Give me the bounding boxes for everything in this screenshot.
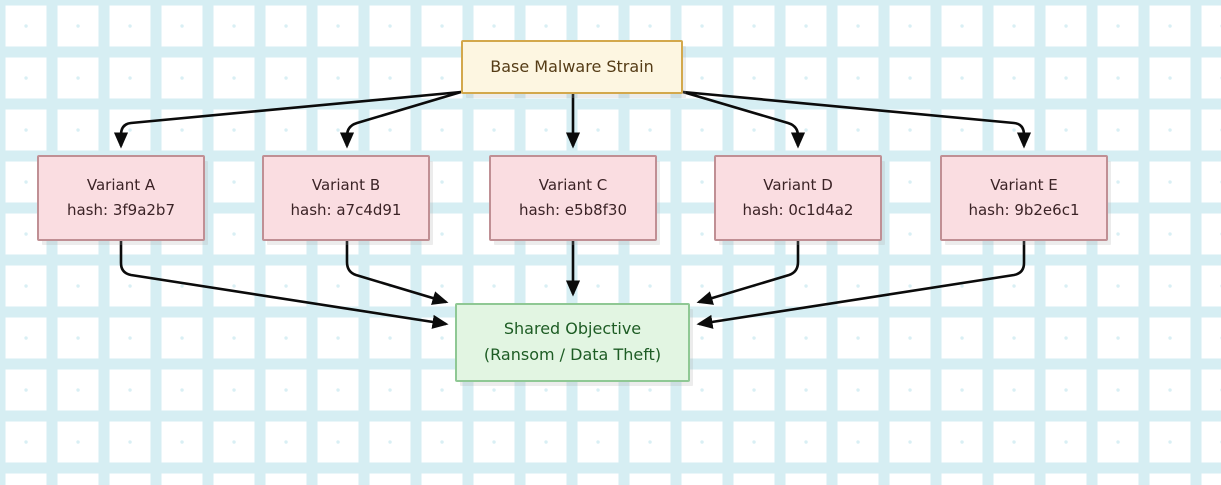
edge-variant-d-to-goal <box>696 241 800 305</box>
edge-base-to-variant-d <box>682 90 806 149</box>
node-variant-e[interactable]: Variant E hash: 9b2e6c1 <box>940 155 1108 241</box>
node-variant-c[interactable]: Variant C hash: e5b8f30 <box>489 155 657 241</box>
node-hash-variant-e: hash: 9b2e6c1 <box>968 200 1080 219</box>
node-label-variant-d: Variant D <box>763 176 833 195</box>
edge-base-to-variant-b <box>339 90 462 149</box>
node-label-variant-b: Variant B <box>311 176 381 195</box>
edge-base-to-variant-e <box>682 90 1032 149</box>
node-hash-variant-d: hash: 0c1d4a2 <box>742 200 854 219</box>
node-base-malware-strain[interactable]: Base Malware Strain <box>461 40 683 94</box>
node-hash-variant-a: hash: 3f9a2b7 <box>66 200 175 219</box>
node-hash-variant-b: hash: a7c4d91 <box>290 200 402 219</box>
edge-variant-b-to-goal <box>345 241 449 305</box>
node-label-variant-a: Variant A <box>86 176 156 195</box>
node-shared-objective[interactable]: Shared Objective (Ransom / Data Theft) <box>455 303 690 382</box>
edge-variant-a-to-goal <box>119 241 449 329</box>
node-label-base: Base Malware Strain <box>490 56 654 76</box>
node-label-shared-objective: Shared Objective <box>503 319 642 339</box>
node-variant-a[interactable]: Variant A hash: 3f9a2b7 <box>37 155 205 241</box>
edge-variant-e-to-goal <box>696 241 1026 329</box>
edge-base-to-variant-a <box>113 90 462 149</box>
node-label-variant-e: Variant E <box>990 176 1058 195</box>
node-sublabel-shared-objective: (Ransom / Data Theft) <box>483 345 662 364</box>
node-hash-variant-c: hash: e5b8f30 <box>518 200 628 219</box>
node-label-variant-c: Variant C <box>538 176 608 195</box>
node-variant-b[interactable]: Variant B hash: a7c4d91 <box>262 155 430 241</box>
node-variant-d[interactable]: Variant D hash: 0c1d4a2 <box>714 155 882 241</box>
